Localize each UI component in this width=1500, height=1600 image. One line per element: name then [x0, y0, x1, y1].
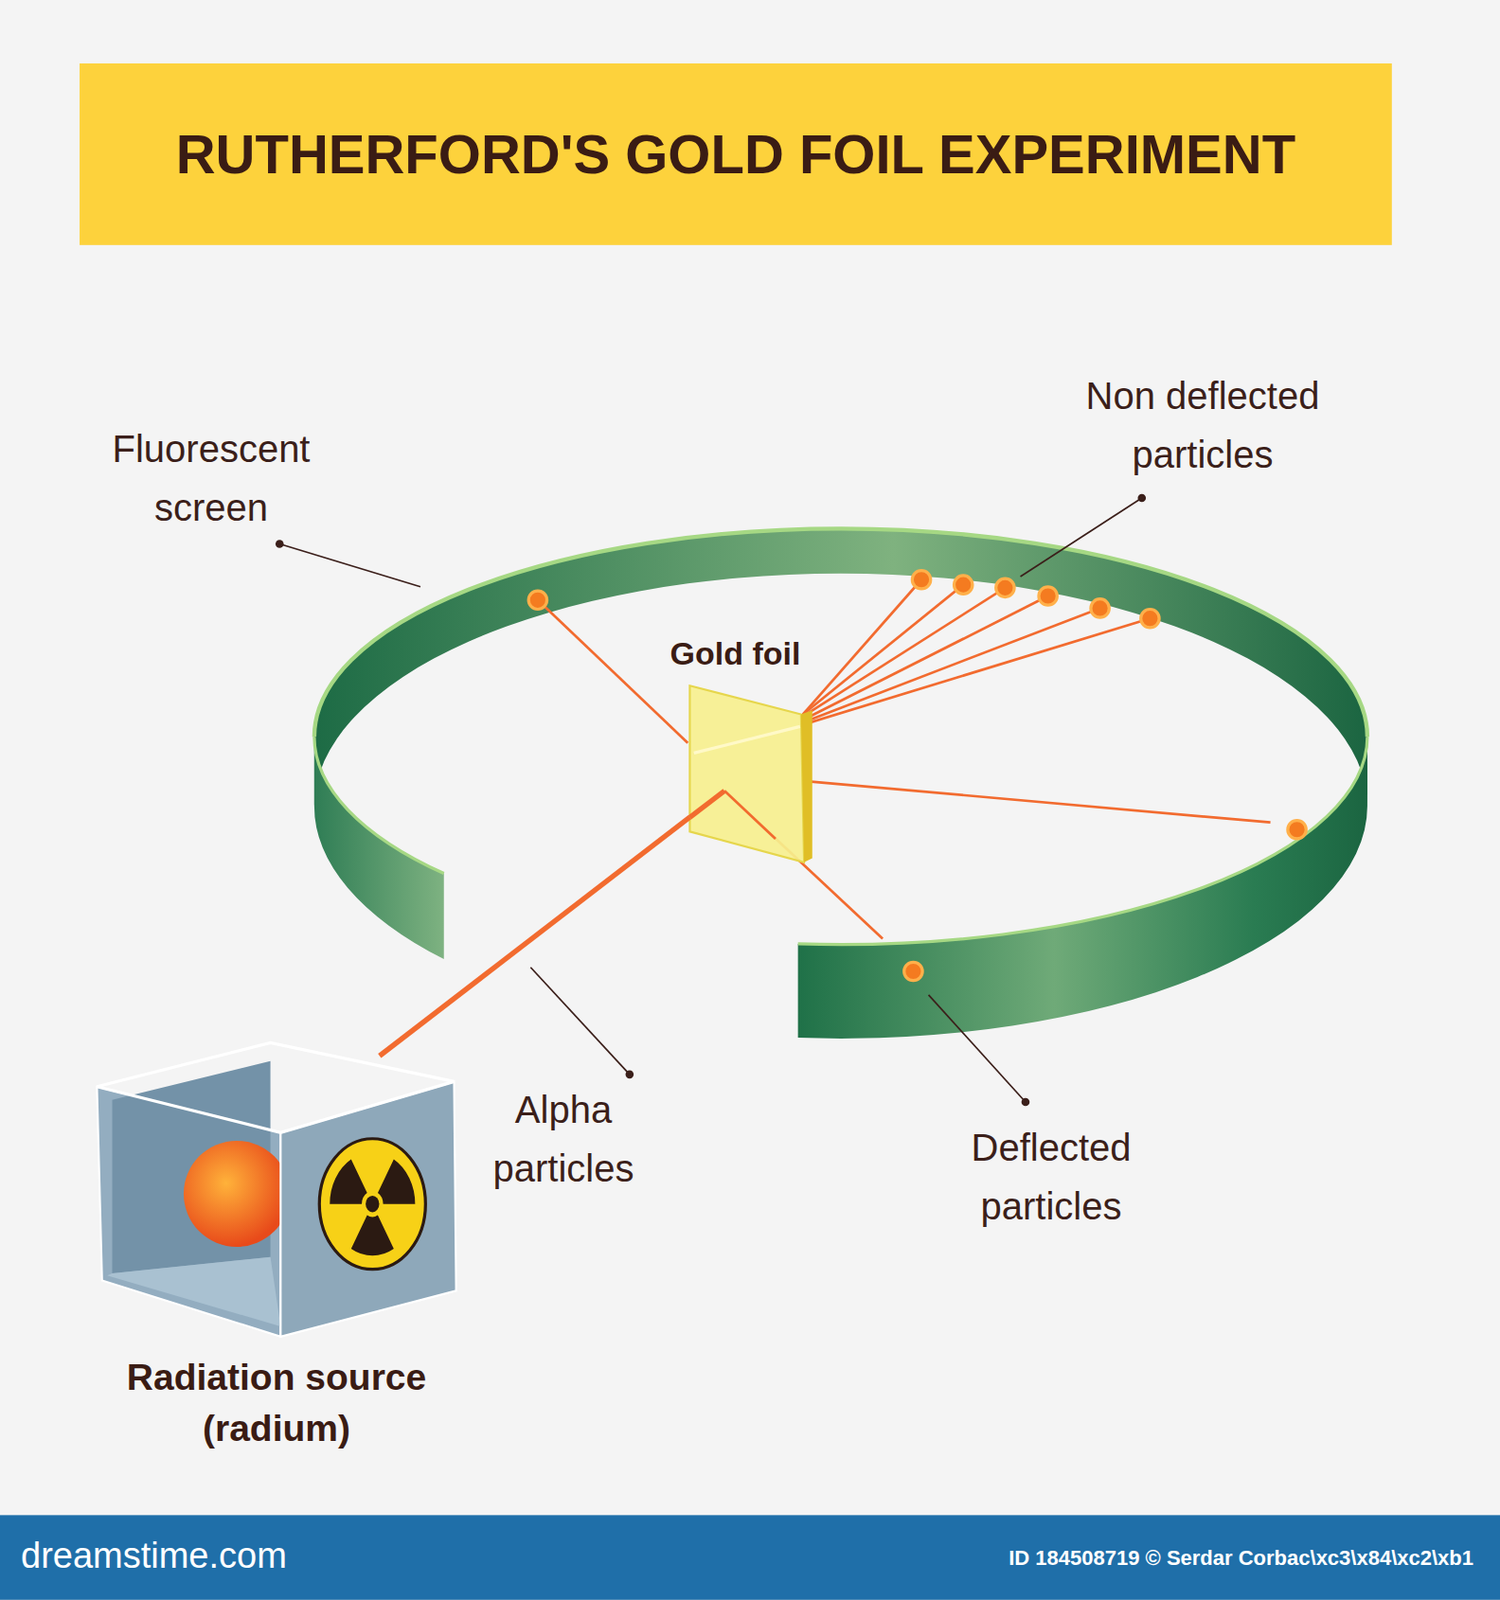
screen-rim — [314, 528, 1368, 737]
radiation-source-label: Radiation source (radium) — [115, 1352, 438, 1456]
screen-label: Fluorescent screen — [91, 419, 332, 537]
screen-back-face — [314, 528, 1368, 806]
cube-floor — [107, 1257, 281, 1327]
screen-label-place: Fluorescent screen — [91, 419, 332, 537]
impact-dot — [954, 575, 973, 594]
gold-foil-edge — [801, 710, 813, 863]
deflected-label: Deflected particles — [944, 1118, 1159, 1236]
leader-line — [1020, 498, 1143, 577]
trefoil-center — [365, 1196, 379, 1213]
leader-dot — [1021, 1098, 1031, 1108]
impact-dot — [911, 571, 930, 590]
undeflected-label: Non deflected particles — [1054, 366, 1352, 484]
deflected-path — [724, 790, 776, 840]
title: RUTHERFORD'S GOLD FOIL EXPERIMENT — [176, 124, 1296, 185]
cube-rim — [96, 1042, 454, 1133]
radiation-source: Radiation source (radium) — [96, 1055, 456, 1337]
source-cube — [96, 1042, 456, 1337]
screen-front-right — [798, 736, 1368, 1039]
impact-dot — [528, 590, 547, 609]
impact-dot — [1287, 821, 1306, 840]
leader-dots — [275, 494, 1146, 1108]
gold-foil-label: Gold foil — [670, 631, 802, 678]
alpha-beam — [379, 817, 691, 1056]
backscatter-path — [537, 600, 688, 744]
undeflected-label-place: Non deflected particles — [1054, 366, 1352, 484]
deflected-path — [811, 782, 1271, 823]
particle-path — [803, 585, 964, 715]
gold-foil: Gold foil — [689, 685, 812, 862]
foil-highlight — [694, 726, 801, 753]
radium-ball — [183, 1141, 290, 1248]
impact-dot — [996, 578, 1015, 597]
trefoil-blade — [329, 1159, 367, 1204]
particle-path — [807, 607, 1100, 721]
impact-dot — [1038, 587, 1057, 606]
gold-foil-label-place: Gold foil — [670, 631, 802, 678]
leader-dot — [1137, 494, 1146, 503]
alpha-label-place: Alpha particles — [456, 1080, 671, 1198]
particle-path — [805, 595, 1048, 718]
title-area: RUTHERFORD'S GOLD FOIL EXPERIMENT — [79, 63, 1393, 246]
leader-dot — [625, 1071, 635, 1080]
watermark: dreamstime.com — [20, 1535, 287, 1579]
image-credit: ID 184508719 © Serdar Corbac\xc3\x84\xc2… — [1008, 1546, 1474, 1572]
leader-dot — [275, 539, 285, 549]
cube-right-face — [280, 1081, 456, 1337]
particle-path — [803, 588, 1005, 717]
screen-rim — [314, 736, 445, 874]
trefoil-blade — [351, 1215, 394, 1257]
impact-dot — [904, 962, 923, 981]
deflected-label-place: Deflected particles — [944, 1118, 1159, 1236]
title-banner — [79, 63, 1393, 246]
image-credit-place: ID 184508719 © Serdar Corbac\xc3\x84\xc2… — [1008, 1546, 1474, 1572]
impact-dots — [528, 571, 1306, 982]
alpha-beam-end — [689, 790, 725, 818]
footer-bar — [0, 1515, 1500, 1600]
screen-front-left — [314, 736, 445, 960]
particle-paths — [537, 579, 1271, 822]
impact-dot — [1090, 599, 1109, 618]
particle-path — [810, 618, 1151, 723]
alpha-label: Alpha particles — [456, 1080, 671, 1198]
leader-line — [279, 544, 421, 588]
leader-line — [928, 995, 1026, 1103]
leader-lines — [279, 498, 1143, 1103]
watermark-place: dreamstime.com — [20, 1535, 287, 1579]
trefoil-blade — [377, 1159, 415, 1204]
radiation-source-label-place: Radiation source (radium) — [115, 1352, 438, 1456]
impact-dot — [1141, 608, 1160, 627]
radiation-symbol — [319, 1139, 426, 1270]
gold-foil-face — [689, 685, 804, 862]
screen-rim — [798, 736, 1368, 945]
trefoil — [329, 1159, 415, 1256]
leader-line — [530, 967, 630, 1075]
